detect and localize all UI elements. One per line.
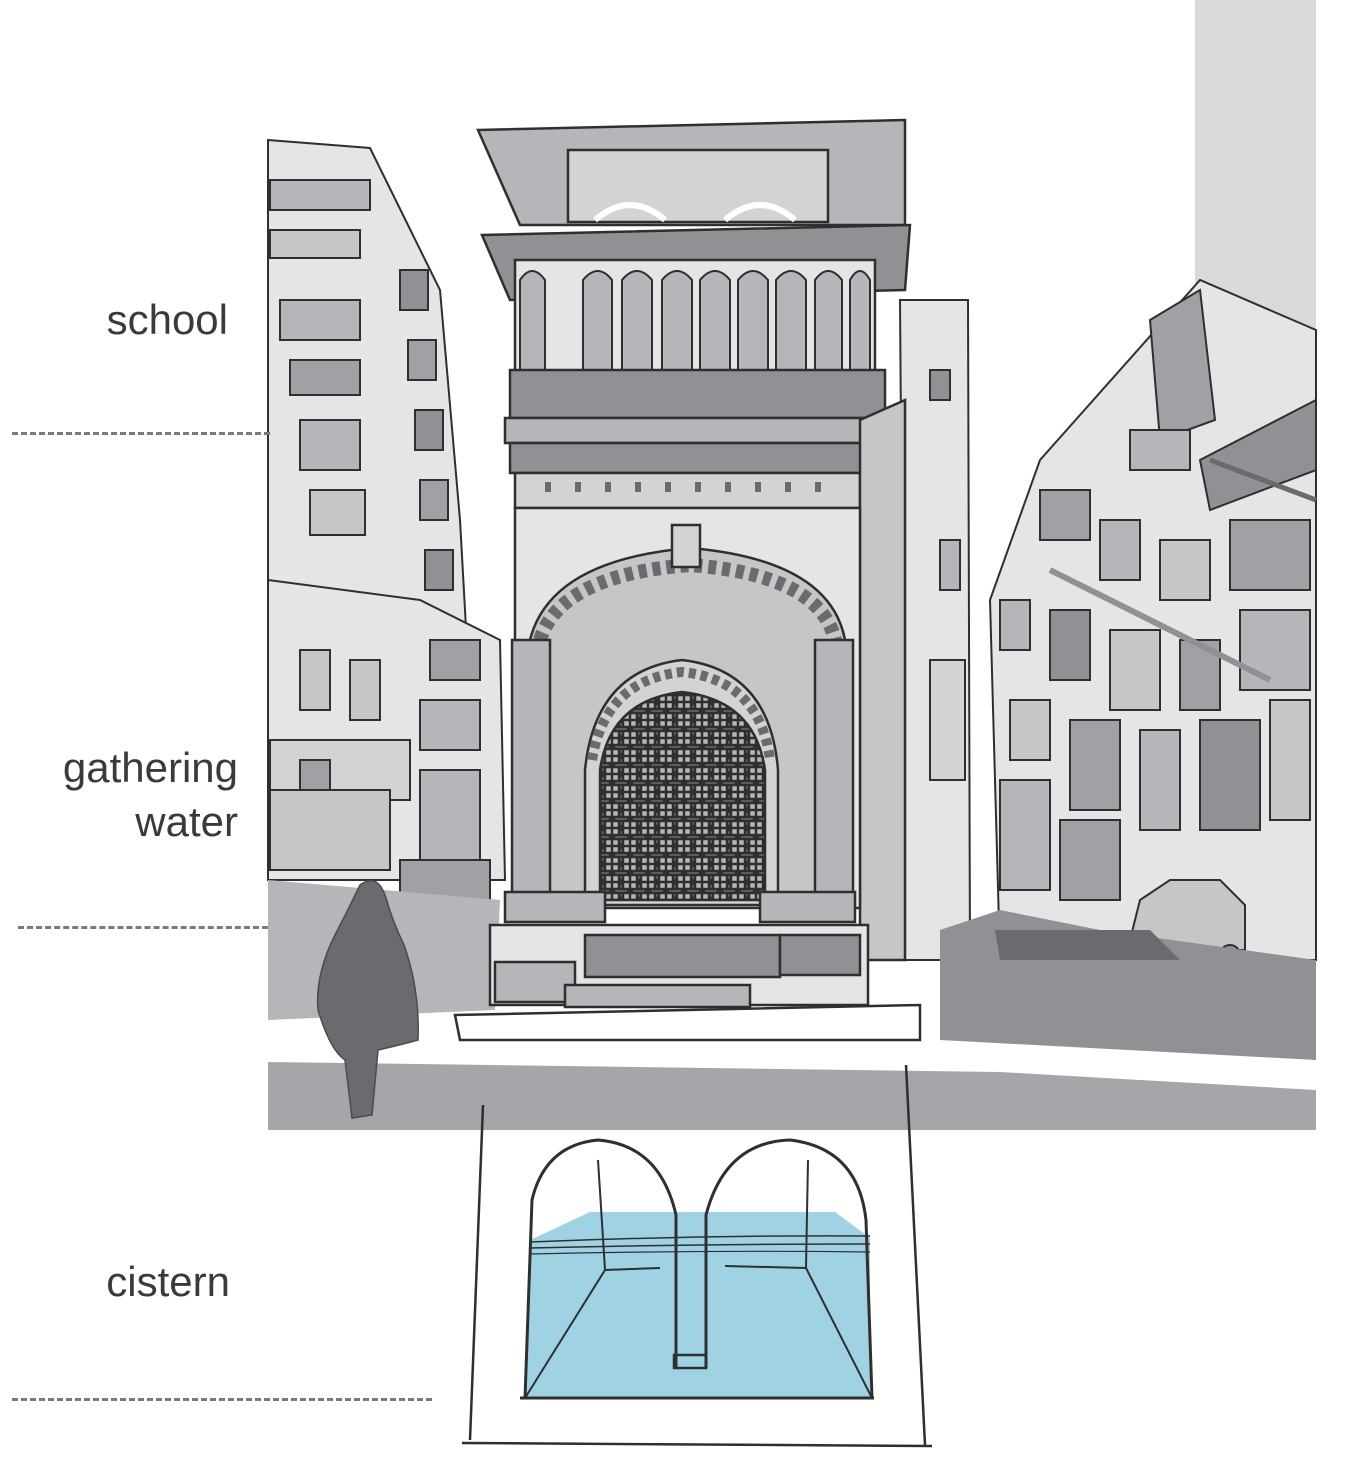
divider-school-gathering [12, 432, 270, 435]
label-cistern: cistern [106, 1255, 230, 1309]
label-cistern-text: cistern [106, 1255, 230, 1309]
label-gathering-water: gathering water [63, 741, 238, 849]
label-school: school [107, 293, 228, 347]
label-gathering-line1: gathering [63, 741, 238, 795]
monument [455, 120, 920, 1040]
label-school-text: school [107, 293, 228, 347]
label-gathering-line2: water [63, 795, 238, 849]
back-building [900, 300, 970, 960]
divider-cistern-bottom [12, 1398, 432, 1401]
divider-gathering-cistern [18, 926, 268, 929]
